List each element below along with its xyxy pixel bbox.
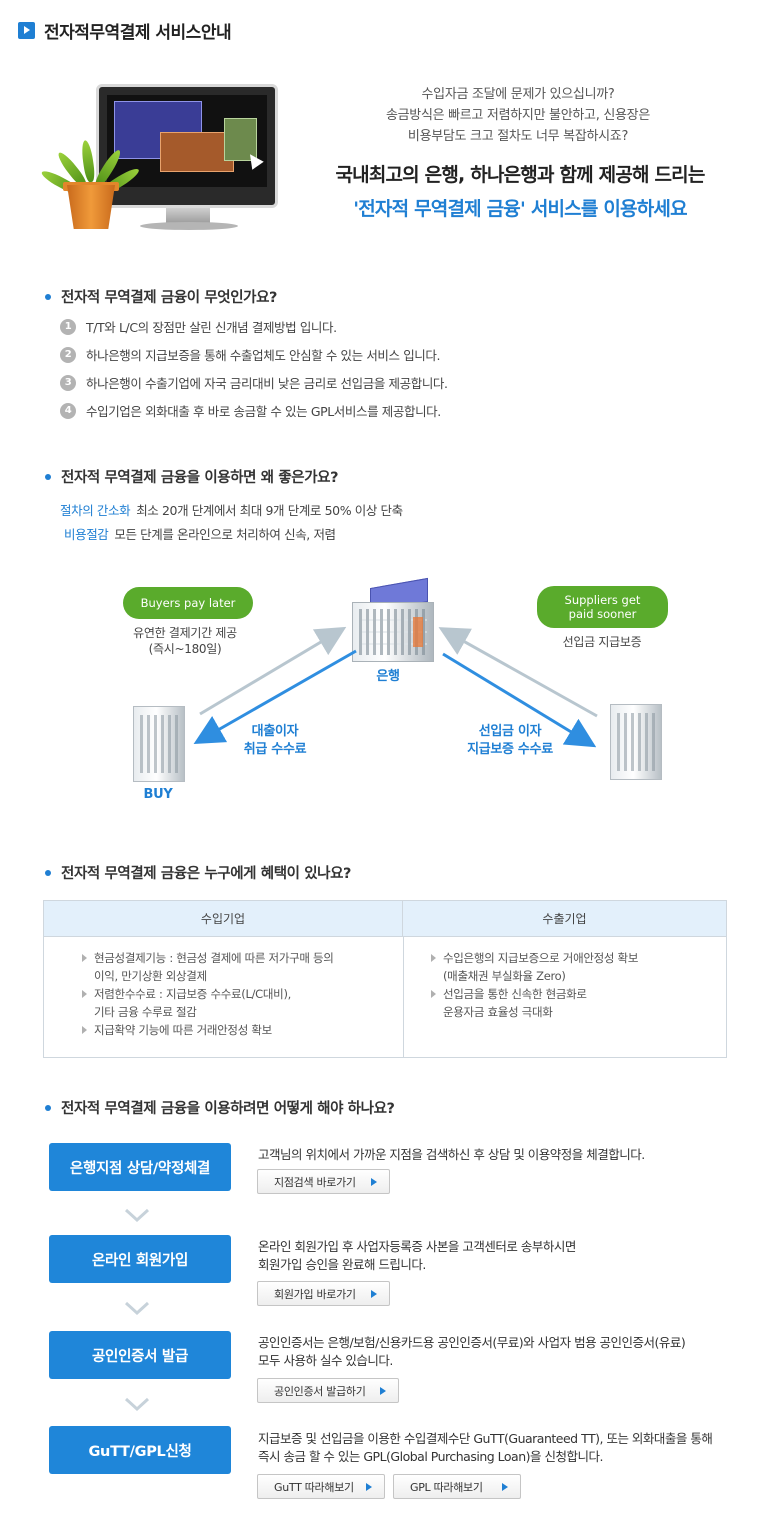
bullet-icon (45, 473, 51, 480)
bullet-icon (45, 1104, 51, 1111)
chevron-down-icon (124, 1397, 150, 1411)
bullet-icon (45, 869, 51, 876)
arrow-right-icon (380, 1387, 386, 1395)
chevron-down-icon (124, 1301, 150, 1315)
right-arrow-label: 선입금 이자 지급보증 수수료 (467, 724, 553, 757)
table-header-importer: 수입기업 (44, 901, 403, 937)
signup-button[interactable]: 회원가입 바로가기 (257, 1281, 390, 1306)
play-icon (18, 22, 35, 39)
section-title-how: 전자적 무역결제 금융을 이용하려면 어떻게 해야 하나요? (45, 1097, 395, 1118)
hero-question: 수입자금 조달에 문제가 있으십니까? 송금방식은 빠르고 저렴하지만 불안하고… (385, 87, 651, 144)
left-arrow-label: 대출이자 취급 수수료 (243, 724, 307, 757)
hero-headline: 국내최고의 은행, 하나은행과 함께 제공해 드리는 (335, 164, 705, 186)
arrow-right-icon (371, 1290, 377, 1298)
list-item: 수입은행의 지급보증으로 거애안정성 확보(매출채권 부실화율 Zero) (429, 949, 719, 985)
supplier-building-icon (610, 704, 662, 780)
buyers-pill: Buyers pay later (123, 587, 253, 619)
step-certificate: 공인인증서 발급 (49, 1331, 231, 1379)
step-gutt-gpl: GuTT/GPL신청 (49, 1426, 231, 1474)
bank-label: 은행 (376, 669, 400, 684)
arrow-right-icon (366, 1483, 372, 1491)
arrow-bank-to-buyer (193, 649, 357, 744)
suppliers-caption: 선입금 지급보증 (562, 635, 642, 649)
step-online-signup: 온라인 회원가입 (49, 1235, 231, 1283)
bullet-icon (45, 293, 51, 300)
arrow-bank-to-supplier (442, 652, 597, 748)
arrow-right-icon (371, 1178, 377, 1186)
step-desc: 온라인 회원가입 후 사업자등록증 사본을 고객센터로 송부하시면 회원가입 승… (258, 1239, 576, 1272)
table-header-exporter: 수출기업 (403, 901, 726, 937)
buyer-building-icon (133, 706, 185, 782)
step-desc: 지급보증 및 선입금을 이용한 수입결제수단 GuTT(Guaranteed T… (258, 1431, 713, 1464)
buy-label: BUY (143, 787, 173, 802)
branch-search-button[interactable]: 지점검색 바로가기 (257, 1169, 390, 1194)
monitor-icon (96, 84, 278, 208)
step-branch-contract: 은행지점 상담/약정체결 (49, 1143, 231, 1191)
step-desc: 고객님의 위치에서 가까운 지점을 검색하신 후 상담 및 이용약정을 체결합니… (258, 1147, 645, 1162)
certificate-button[interactable]: 공인인증서 발급하기 (257, 1378, 399, 1403)
step-desc: 공인인증서는 은행/보험/신용카드용 공인인증서(무료)와 사업자 범용 공인인… (258, 1335, 686, 1368)
section-title-who: 전자적 무역결제 금융은 누구에게 혜택이 있나요? (45, 862, 351, 883)
chevron-down-icon (124, 1208, 150, 1222)
buyers-caption: 유연한 결제기간 제공 (즉시~180일) (133, 626, 237, 656)
arrow-right-icon (502, 1483, 508, 1491)
page-title-text: 전자적무역결제 서비스안내 (44, 23, 232, 43)
number-badge: 3 (60, 374, 76, 391)
list-item: 저렴한수수료 : 지급보증 수수료(L/C대비),기타 금융 수루료 절감 (80, 985, 390, 1021)
number-badge: 1 (60, 318, 76, 335)
section-title-why: 전자적 무역결제 금융을 이용하면 왜 좋은가요? (45, 466, 339, 487)
exporter-cell: 수입은행의 지급보증으로 거애안정성 확보(매출채권 부실화율 Zero) 선입… (429, 949, 719, 1021)
number-badge: 2 (60, 346, 76, 363)
hero-headline-blue: '전자적 무역결제 금융' 서비스를 이용하세요 (353, 198, 687, 220)
number-badge: 4 (60, 402, 76, 419)
section-title-what: 전자적 무역결제 금융이 무엇인가요? (45, 286, 277, 307)
page-title: 전자적무역결제 서비스안내 (18, 18, 232, 43)
list-item: 지급확약 기능에 따른 거래안정성 확보 (80, 1021, 390, 1039)
arrow-buyer-to-bank (199, 626, 347, 716)
gpl-guide-button[interactable]: GPL 따라해보기 (393, 1474, 521, 1499)
arrow-supplier-to-bank (438, 627, 598, 718)
gutt-guide-button[interactable]: GuTT 따라해보기 (257, 1474, 385, 1499)
